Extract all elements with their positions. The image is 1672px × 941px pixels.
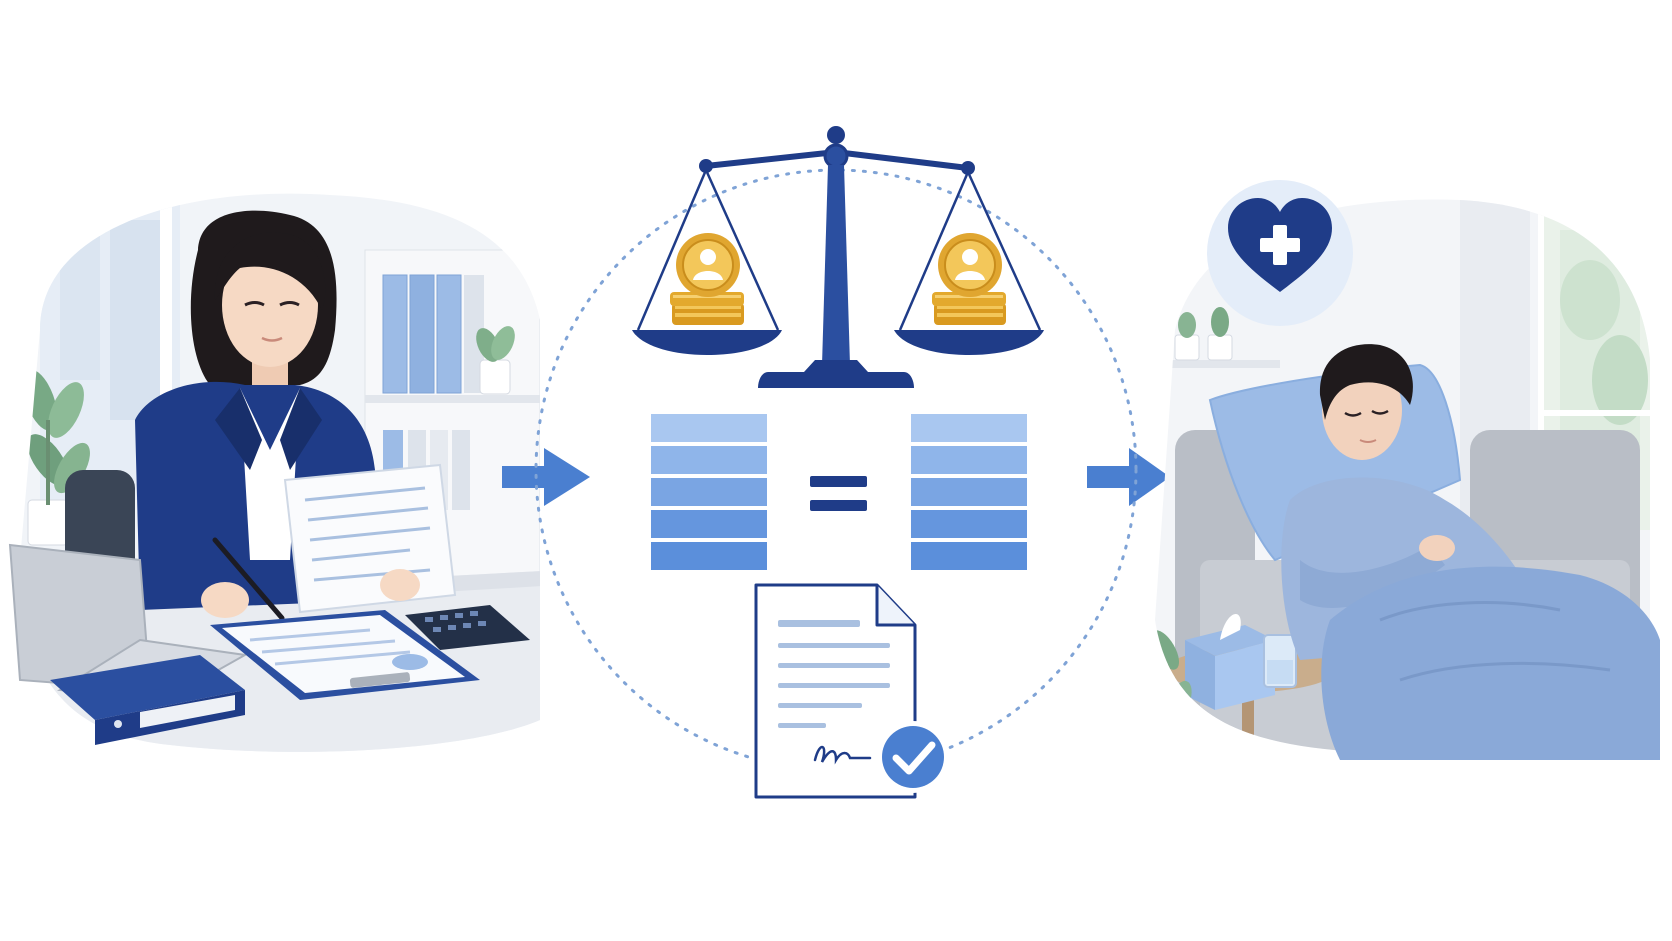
signed-document-icon (754, 583, 917, 799)
tissue-icon (1220, 613, 1241, 640)
wall-shelf (1170, 307, 1280, 368)
pen-icon (212, 537, 285, 621)
office-worker (135, 210, 457, 621)
balance-scale-icon (632, 126, 1044, 388)
coin-stack-icon-right (932, 233, 1006, 325)
binder-icon (50, 655, 245, 745)
office-scene (8, 193, 540, 752)
calculator-icon (405, 605, 530, 650)
desk-items (8, 543, 530, 745)
patient-head (1319, 344, 1413, 460)
coin-stack-icon-left (670, 233, 744, 325)
clipboard-icon (210, 610, 480, 700)
heart-plus-icon (1207, 180, 1353, 326)
arrow-right-icon-1 (502, 448, 590, 506)
equals-icon (810, 476, 867, 511)
side-table (1165, 613, 1335, 755)
patient-scene (1155, 180, 1660, 760)
dotted-circle (534, 168, 1138, 772)
bar-stack-right (911, 414, 1027, 570)
balanced-comparison (534, 126, 1138, 799)
check-circle-icon (877, 721, 949, 793)
arrow-right-icon-2 (1087, 448, 1170, 506)
bar-stack-left (651, 414, 767, 570)
